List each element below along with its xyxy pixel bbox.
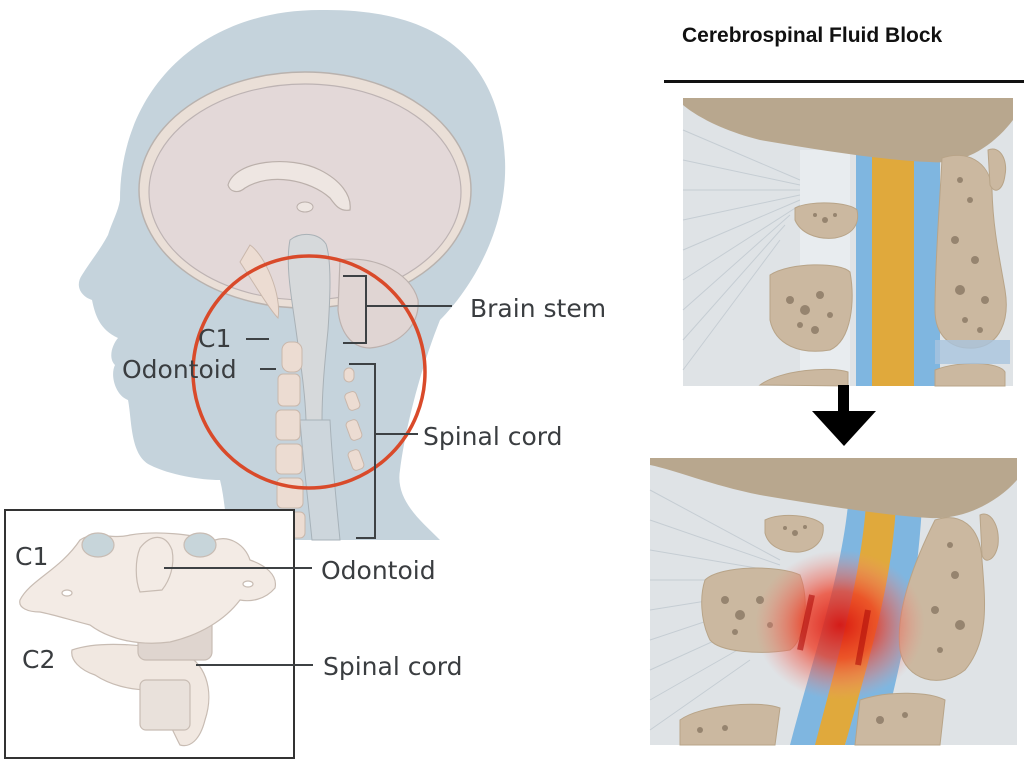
brain-stem	[287, 234, 331, 421]
label-odontoid: Odontoid	[122, 355, 237, 384]
inset-label-odontoid: Odontoid	[321, 556, 436, 585]
brain-stem-bracket	[246, 275, 452, 539]
label-spinal-cord: Spinal cord	[423, 422, 563, 451]
atlas-axis-vertebrae	[19, 532, 277, 747]
normal-flow-panel	[682, 98, 1013, 387]
panel-title: Cerebrospinal Fluid Block	[682, 24, 943, 47]
label-brain-stem: Brain stem	[470, 294, 607, 323]
thalamus	[296, 201, 314, 213]
spinal-canal	[299, 419, 341, 541]
highlight-circle	[191, 254, 427, 490]
inset-label-c1: C1	[15, 542, 49, 571]
csf-block-panel	[649, 458, 1017, 746]
inflammation-zone	[755, 550, 925, 700]
skull-base	[239, 244, 280, 320]
corpus-callosum	[227, 160, 351, 211]
inset-label-spinal-cord: Spinal cord	[323, 652, 463, 681]
inset-label-c2: C2	[22, 645, 56, 674]
inset-leader-lines	[164, 567, 313, 666]
label-c1: C1	[198, 324, 232, 353]
down-arrow	[812, 385, 876, 446]
title-divider	[664, 80, 1024, 83]
cerebellum	[337, 258, 419, 349]
